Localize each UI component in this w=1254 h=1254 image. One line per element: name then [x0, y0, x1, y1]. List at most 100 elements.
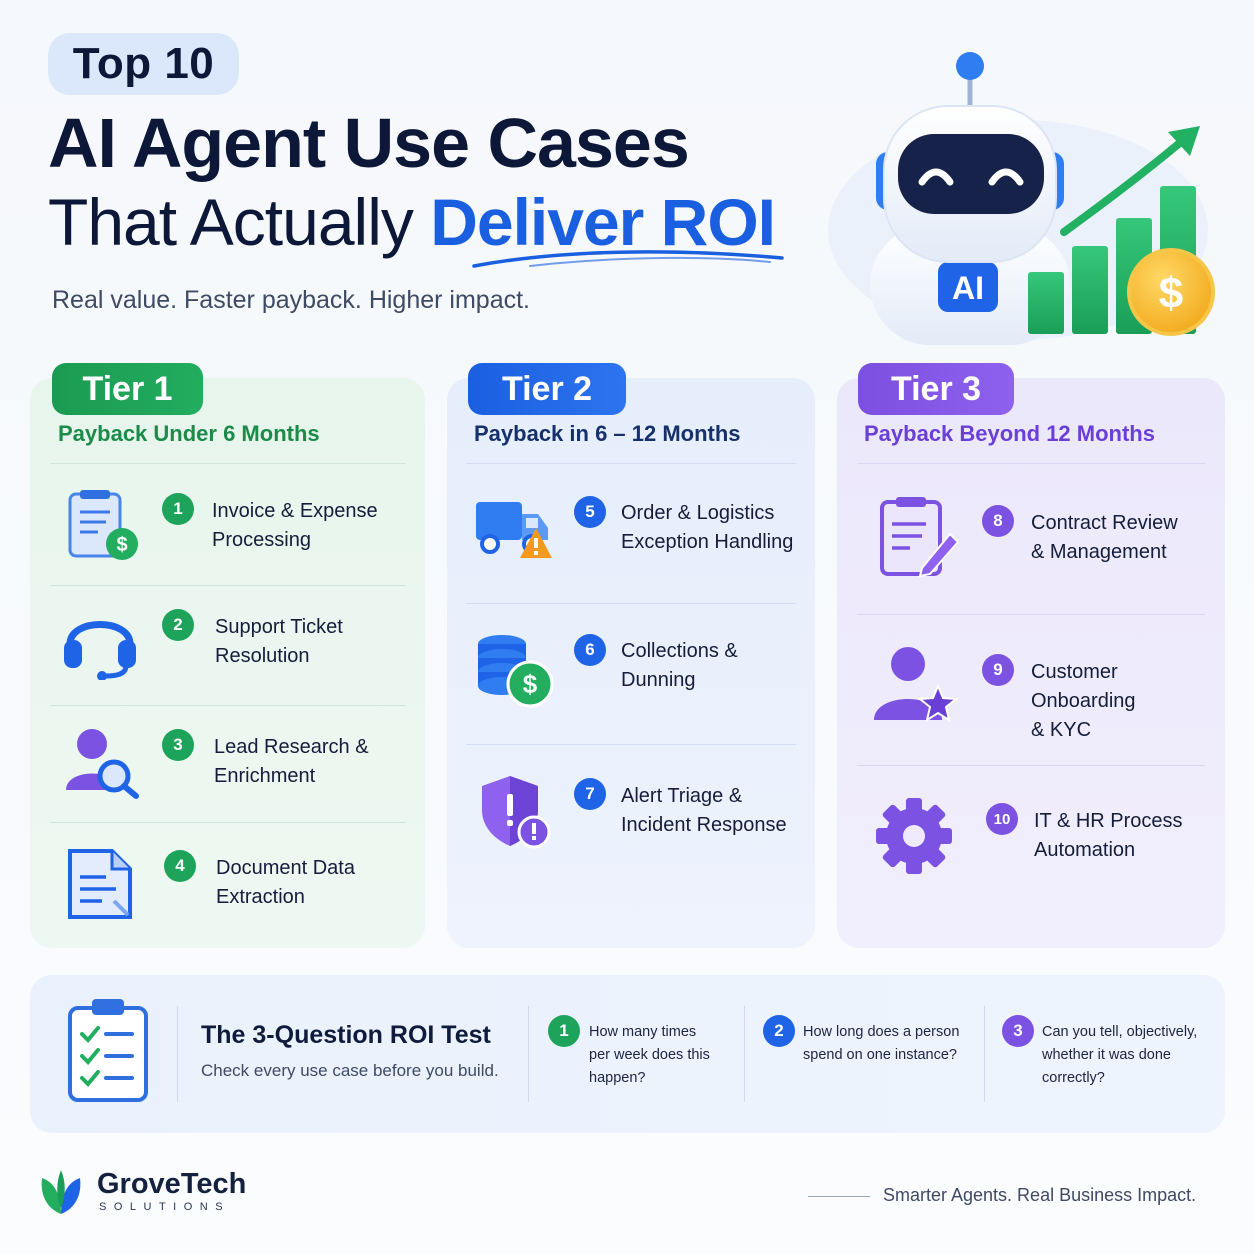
roi-test-subtitle: Check every use case before you build.: [201, 1061, 499, 1080]
use-case-8-badge: 8: [982, 505, 1014, 537]
brand-subtitle: SOLUTIONS: [99, 1201, 231, 1213]
use-case-8-label-line2: & Management: [1031, 541, 1167, 563]
headset-icon: [64, 621, 136, 680]
tagline: Real value. Faster payback. Higher impac…: [52, 286, 530, 314]
contract-pen-icon: [880, 497, 960, 578]
use-case-9-label-line2: & KYC: [1031, 719, 1092, 741]
brand-name: GroveTech: [97, 1168, 247, 1200]
use-case-7-badge: 7: [574, 778, 606, 810]
question-3-line2: whether it was done: [1042, 1047, 1171, 1063]
use-case-2-label-line1: Support Ticket: [215, 616, 343, 638]
person-star-icon: [874, 647, 958, 723]
question-2-line1: How long does a person: [803, 1024, 960, 1040]
svg-text:$: $: [116, 534, 127, 556]
question-1-badge: 1: [548, 1015, 580, 1047]
tier-2-header-divider: [466, 463, 796, 464]
svg-text:$: $: [523, 669, 538, 699]
question-2-badge: 2: [763, 1015, 795, 1047]
use-case-5-label-line1: Order & Logistics: [621, 502, 775, 524]
invoice-dollar-icon: $: [68, 490, 138, 560]
question-1-text: How many times per week does this happen?: [589, 1021, 764, 1090]
headline-highlight: Deliver ROI: [430, 185, 776, 259]
top-label-pill: Top 10: [48, 33, 239, 95]
use-case-2-badge: 2: [162, 609, 194, 641]
use-case-5-badge: 5: [574, 496, 606, 528]
use-case-2-label-line2: Resolution: [215, 645, 310, 667]
headline-plain: That Actually: [48, 185, 431, 259]
robot-growth-illustration: AI $: [828, 52, 1215, 345]
tier-1-header-divider: [50, 463, 406, 464]
question-3-line3: correctly?: [1042, 1070, 1105, 1086]
question-1-line1: How many times: [589, 1024, 697, 1040]
use-case-1-label-line2: Processing: [212, 529, 311, 551]
use-case-5-label-line2: Exception Handling: [621, 531, 794, 553]
tier-3-divider-2: [857, 765, 1205, 766]
grovetech-leaf-logo-icon: [41, 1170, 81, 1214]
use-case-7-label-line2: Incident Response: [621, 814, 787, 836]
use-case-6-label-line1: Collections &: [621, 640, 738, 662]
use-case-6-label: Collections & Dunning: [621, 637, 811, 695]
roi-separator-2: [528, 1006, 529, 1102]
top-label: Top 10: [72, 39, 215, 88]
tier-1-divider-1: [50, 585, 406, 586]
footer-rule: [808, 1196, 870, 1197]
question-2-text: How long does a person spend on one insta…: [803, 1021, 983, 1067]
question-2-line2: spend on one instance?: [803, 1047, 957, 1063]
use-case-8-label: Contract Review & Management: [1031, 509, 1221, 567]
use-case-8-label-line1: Contract Review: [1031, 512, 1178, 534]
tier-1-subtitle: Payback Under 6 Months: [58, 421, 320, 446]
document-scan-icon: [68, 849, 132, 919]
use-case-9-badge: 9: [982, 654, 1014, 686]
tier-1-divider-3: [50, 822, 406, 823]
use-case-4-badge: 4: [164, 850, 196, 882]
shield-alert-icon: [482, 776, 551, 849]
roi-separator-3: [744, 1006, 745, 1102]
use-case-10-label-line1: IT & HR Process: [1034, 810, 1183, 832]
use-case-4-label-line2: Extraction: [216, 886, 305, 908]
question-3-line1: Can you tell, objectively,: [1042, 1024, 1198, 1040]
use-case-7-label-line1: Alert Triage &: [621, 785, 743, 807]
use-case-6-badge: 6: [574, 634, 606, 666]
roi-test-panel: [30, 975, 1225, 1133]
footer-tagline: Smarter Agents. Real Business Impact.: [883, 1185, 1197, 1205]
use-case-3-label-line2: Enrichment: [214, 765, 316, 787]
use-case-9-label: Customer Onboarding & KYC: [1031, 658, 1221, 745]
use-case-7-label: Alert Triage & Incident Response: [621, 782, 811, 840]
tier-1-divider-2: [50, 705, 406, 706]
headline-line-2: That Actually Deliver ROI: [48, 182, 828, 262]
checklist-clipboard-icon: [68, 999, 148, 1102]
roi-separator-1: [177, 1006, 178, 1102]
tier-2-divider-1: [466, 603, 796, 604]
headline-line-1: AI Agent Use Cases: [48, 104, 690, 182]
question-3-badge: 3: [1002, 1015, 1034, 1047]
tier-1-tab: Tier 1: [52, 363, 203, 415]
tier-2-subtitle: Payback in 6 – 12 Months: [474, 421, 741, 446]
use-case-3-label: Lead Research & Enrichment: [214, 733, 414, 791]
use-case-3-label-line1: Lead Research &: [214, 736, 369, 758]
coin-symbol: $: [1159, 269, 1183, 318]
tier-3-header-divider: [857, 463, 1205, 464]
question-1-line3: happen?: [589, 1070, 646, 1086]
tier-2-tab: Tier 2: [468, 363, 626, 415]
use-case-1-label-line1: Invoice & Expense: [212, 500, 378, 522]
roi-test-title: The 3-Question ROI Test: [201, 1021, 491, 1049]
question-1-line2: per week does this: [589, 1047, 710, 1063]
use-case-10-label-line2: Automation: [1034, 839, 1136, 861]
use-case-10-badge: 10: [986, 803, 1018, 835]
person-search-icon: [66, 729, 139, 799]
robot-chest-label: AI: [952, 270, 984, 306]
tier-3-subtitle: Payback Beyond 12 Months: [864, 421, 1155, 446]
use-case-6-label-line2: Dunning: [621, 669, 696, 691]
tier-3-tab: Tier 3: [858, 363, 1014, 415]
use-case-3-badge: 3: [162, 729, 194, 761]
roi-separator-4: [984, 1006, 985, 1102]
use-case-9-label-line1: Customer Onboarding: [1031, 661, 1136, 712]
underline-swoosh-icon: [472, 250, 784, 268]
tier-3-divider-1: [857, 614, 1205, 615]
use-case-4-label-line1: Document Data: [216, 857, 355, 879]
